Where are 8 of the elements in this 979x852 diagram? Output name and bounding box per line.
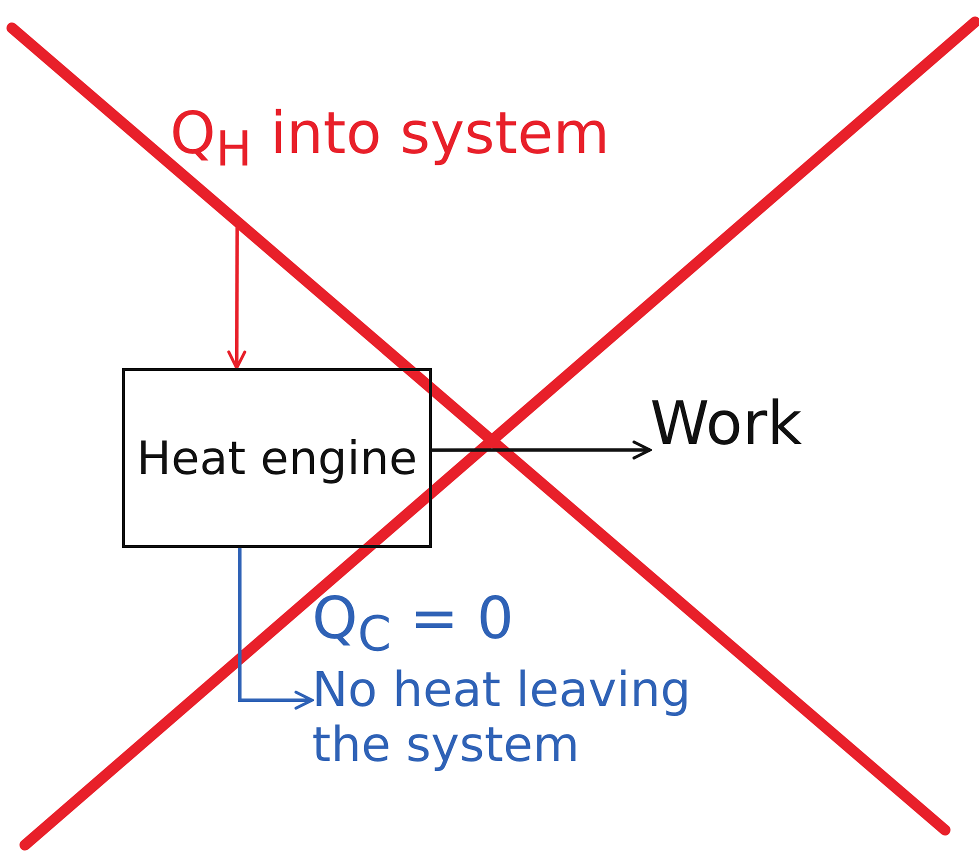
annotation-text: Q$_{H}$ into system bbox=[170, 100, 610, 178]
annotation-text: No heat leaving the system bbox=[312, 663, 692, 774]
arrow bbox=[432, 440, 652, 460]
arrow bbox=[238, 548, 314, 710]
annotation-text: Work bbox=[650, 390, 802, 459]
annotation-text: Q$_{C}$ = 0 bbox=[312, 585, 514, 664]
process-box bbox=[122, 368, 432, 548]
box-label: Heat engine bbox=[136, 432, 418, 484]
